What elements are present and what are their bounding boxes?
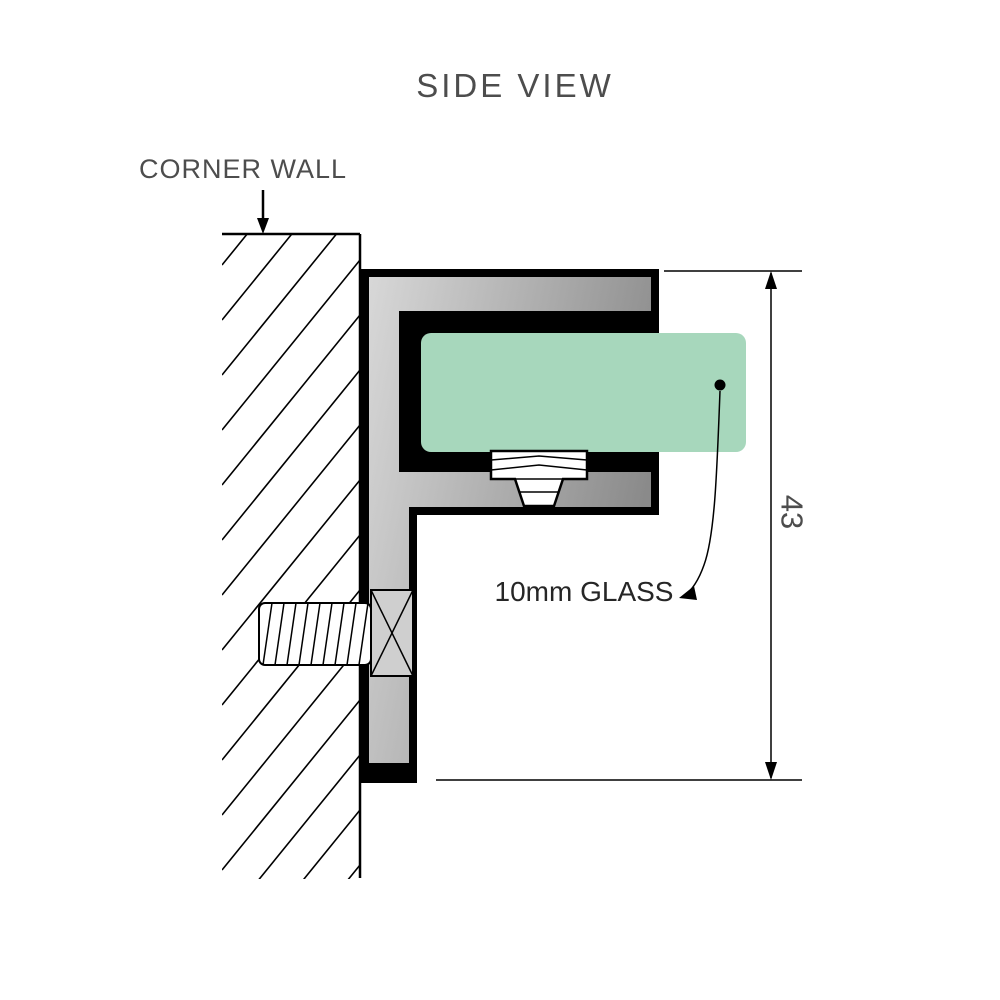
diagram-title: SIDE VIEW — [416, 67, 614, 104]
leader-arrowhead — [679, 586, 697, 600]
bracket-end-cap — [361, 763, 417, 783]
dimension-arrow-top — [765, 271, 777, 289]
grub-screw — [489, 449, 589, 508]
glass-callout: 10mm GLASS — [495, 379, 726, 607]
leader-dot — [714, 379, 726, 391]
glass-label: 10mm GLASS — [495, 576, 674, 607]
dimension-value: 43 — [775, 495, 810, 529]
glass-panel — [421, 333, 746, 452]
corner-wall-label: CORNER WALL — [139, 154, 347, 184]
screw-head — [370, 589, 414, 677]
dimension-43: 43 — [436, 270, 810, 781]
corner-wall-arrow — [257, 190, 269, 234]
dimension-arrow-bottom — [765, 762, 777, 780]
wall-hatching — [222, 232, 362, 879]
mounting-screw — [258, 589, 414, 677]
